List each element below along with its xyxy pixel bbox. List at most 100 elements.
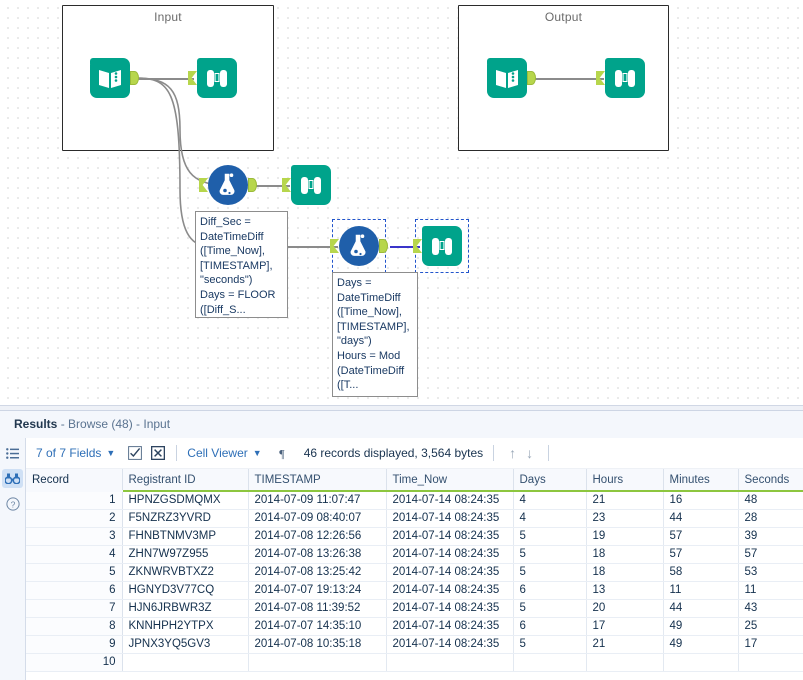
column-header-time-now[interactable]: Time_Now bbox=[386, 469, 514, 492]
help-icon[interactable]: ? bbox=[2, 494, 23, 513]
cell-days[interactable]: 4 bbox=[513, 491, 587, 510]
scroll-up-button[interactable]: ↑ bbox=[509, 445, 517, 461]
cell-record[interactable]: 6 bbox=[26, 581, 123, 600]
cell-days[interactable]: 4 bbox=[513, 509, 587, 528]
cell-registrant-id[interactable]: JPNX3YQ5GV3 bbox=[122, 635, 249, 654]
connection-wire[interactable] bbox=[534, 78, 604, 80]
cell-seconds[interactable]: 17 bbox=[738, 635, 803, 654]
cell-minutes[interactable]: 16 bbox=[663, 491, 739, 510]
cell-time-now[interactable]: 2014-07-14 08:24:35 bbox=[386, 509, 514, 528]
cell-seconds[interactable]: 11 bbox=[738, 581, 803, 600]
fields-selector[interactable]: 7 of 7 Fields ▼ bbox=[36, 446, 115, 460]
cell-record[interactable]: 7 bbox=[26, 599, 123, 618]
output-anchor[interactable] bbox=[248, 178, 257, 192]
checkbox-checked-icon[interactable] bbox=[127, 445, 143, 461]
cell-minutes[interactable]: 57 bbox=[663, 527, 739, 546]
workflow-canvas[interactable]: Input Output bbox=[0, 0, 803, 405]
column-header-timestamp[interactable]: TIMESTAMP bbox=[248, 469, 387, 492]
cell-timestamp[interactable]: 2014-07-08 12:26:56 bbox=[248, 527, 387, 546]
cell-time-now[interactable]: 2014-07-14 08:24:35 bbox=[386, 635, 514, 654]
cell-days[interactable]: 5 bbox=[513, 599, 587, 618]
cell-minutes[interactable]: 57 bbox=[663, 545, 739, 564]
connection-wire-selected[interactable] bbox=[390, 246, 420, 248]
cell-hours[interactable]: 19 bbox=[586, 527, 664, 546]
cell-timestamp[interactable]: 2014-07-08 13:25:42 bbox=[248, 563, 387, 582]
cell-minutes[interactable] bbox=[663, 653, 739, 672]
cell-seconds[interactable]: 28 bbox=[738, 509, 803, 528]
formula-2-annotation[interactable]: Days = DateTimeDiff ([Time_Now], [TIMEST… bbox=[332, 272, 418, 397]
cell-timestamp[interactable]: 2014-07-09 08:40:07 bbox=[248, 509, 387, 528]
cell-seconds[interactable]: 39 bbox=[738, 527, 803, 546]
panel-splitter[interactable] bbox=[0, 405, 803, 411]
cell-days[interactable]: 5 bbox=[513, 527, 587, 546]
cell-record[interactable]: 8 bbox=[26, 617, 123, 636]
cell-timestamp[interactable]: 2014-07-08 11:39:52 bbox=[248, 599, 387, 618]
results-grid[interactable]: Record Registrant ID TIMESTAMP Time_Now … bbox=[26, 469, 803, 680]
cell-minutes[interactable]: 44 bbox=[663, 599, 739, 618]
cell-days[interactable]: 6 bbox=[513, 617, 587, 636]
cell-registrant-id[interactable]: KNNHPH2YTPX bbox=[122, 617, 249, 636]
cell-hours[interactable] bbox=[586, 653, 664, 672]
cell-registrant-id[interactable]: ZKNWRVBTXZ2 bbox=[122, 563, 249, 582]
cell-registrant-id[interactable]: HPNZGSDMQMX bbox=[122, 491, 249, 510]
cell-registrant-id[interactable]: HJN6JRBWR3Z bbox=[122, 599, 249, 618]
cell-timestamp[interactable]: 2014-07-07 19:13:24 bbox=[248, 581, 387, 600]
cell-time-now[interactable]: 2014-07-14 08:24:35 bbox=[386, 617, 514, 636]
column-header-registrant-id[interactable]: Registrant ID bbox=[122, 469, 249, 492]
cell-time-now[interactable]: 2014-07-14 08:24:35 bbox=[386, 563, 514, 582]
output-anchor[interactable] bbox=[379, 239, 388, 253]
cell-minutes[interactable]: 49 bbox=[663, 617, 739, 636]
cell-time-now[interactable]: 2014-07-14 08:24:35 bbox=[386, 491, 514, 510]
cell-record[interactable]: 10 bbox=[26, 653, 123, 672]
cell-timestamp[interactable]: 2014-07-09 11:07:47 bbox=[248, 491, 387, 510]
cell-hours[interactable]: 21 bbox=[586, 491, 664, 510]
cell-registrant-id[interactable] bbox=[122, 653, 249, 672]
connection-wire[interactable] bbox=[136, 78, 194, 80]
cell-record[interactable]: 4 bbox=[26, 545, 123, 564]
cell-record[interactable]: 5 bbox=[26, 563, 123, 582]
cell-days[interactable]: 5 bbox=[513, 635, 587, 654]
column-header-minutes[interactable]: Minutes bbox=[663, 469, 739, 492]
cell-registrant-id[interactable]: HGNYD3V77CQ bbox=[122, 581, 249, 600]
cell-record[interactable]: 2 bbox=[26, 509, 123, 528]
cell-time-now[interactable] bbox=[386, 653, 514, 672]
tool-browse-1[interactable] bbox=[188, 58, 237, 98]
cell-days[interactable]: 5 bbox=[513, 545, 587, 564]
cell-seconds[interactable]: 48 bbox=[738, 491, 803, 510]
tool-browse-2[interactable] bbox=[596, 58, 645, 98]
cell-seconds[interactable] bbox=[738, 653, 803, 672]
column-header-hours[interactable]: Hours bbox=[586, 469, 664, 492]
cell-hours[interactable]: 20 bbox=[586, 599, 664, 618]
cell-record[interactable]: 3 bbox=[26, 527, 123, 546]
tool-browse-3[interactable] bbox=[282, 165, 331, 205]
binoculars-icon[interactable] bbox=[2, 469, 23, 488]
cell-minutes[interactable]: 11 bbox=[663, 581, 739, 600]
cell-registrant-id[interactable]: F5NZRZ3YVRD bbox=[122, 509, 249, 528]
cell-hours[interactable]: 23 bbox=[586, 509, 664, 528]
cell-days[interactable] bbox=[513, 653, 587, 672]
cell-time-now[interactable]: 2014-07-14 08:24:35 bbox=[386, 599, 514, 618]
cell-time-now[interactable]: 2014-07-14 08:24:35 bbox=[386, 545, 514, 564]
cell-record[interactable]: 9 bbox=[26, 635, 123, 654]
cell-hours[interactable]: 21 bbox=[586, 635, 664, 654]
formula-1-annotation[interactable]: Diff_Sec = DateTimeDiff ([Time_Now], [TI… bbox=[195, 211, 288, 318]
output-anchor[interactable] bbox=[130, 71, 139, 85]
cell-timestamp[interactable] bbox=[248, 653, 387, 672]
tool-input-macro[interactable] bbox=[90, 58, 139, 98]
column-header-seconds[interactable]: Seconds bbox=[738, 469, 803, 492]
cell-hours[interactable]: 17 bbox=[586, 617, 664, 636]
cell-seconds[interactable]: 43 bbox=[738, 599, 803, 618]
table-row[interactable]: 10 bbox=[26, 653, 803, 672]
output-anchor[interactable] bbox=[527, 71, 536, 85]
checkbox-x-icon[interactable] bbox=[150, 445, 166, 461]
column-header-days[interactable]: Days bbox=[513, 469, 587, 492]
cell-days[interactable]: 5 bbox=[513, 563, 587, 582]
